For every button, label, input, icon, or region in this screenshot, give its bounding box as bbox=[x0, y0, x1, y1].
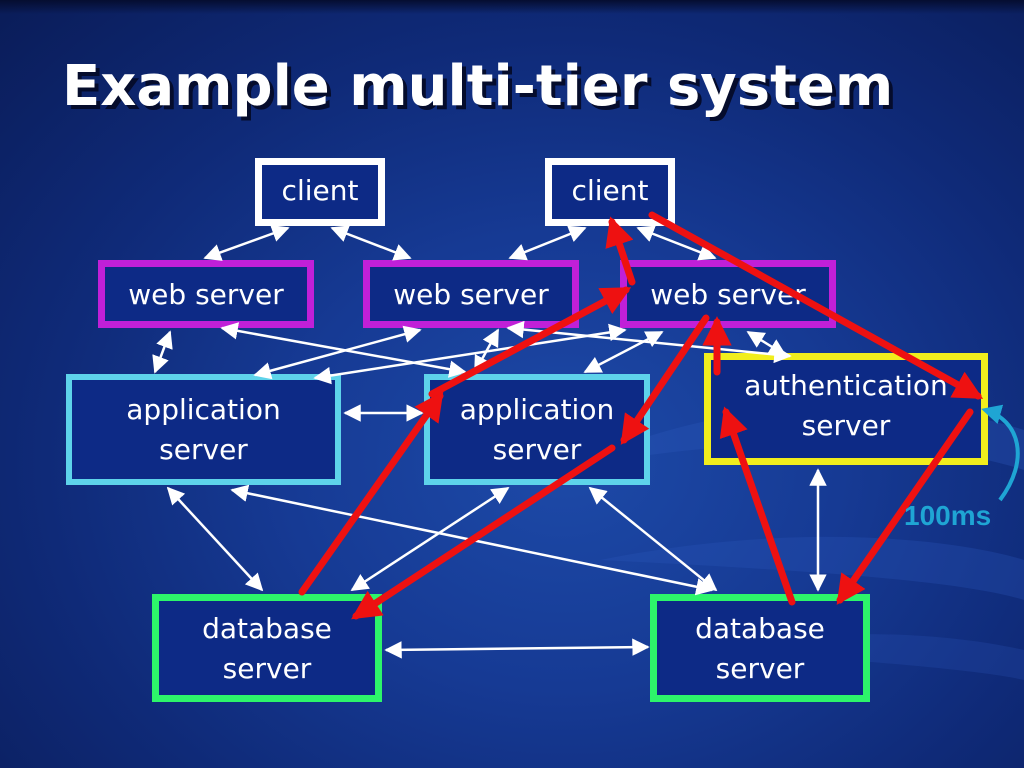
database-server-box-1: database server bbox=[152, 594, 382, 702]
client-box-2: client bbox=[545, 158, 675, 226]
slide-title: Example multi-tier system bbox=[62, 54, 894, 119]
application-server-box-1: application server bbox=[66, 374, 341, 485]
slide-top-band bbox=[0, 0, 1024, 14]
latency-label: 100ms bbox=[904, 500, 992, 531]
web-server-box-3: web server bbox=[620, 260, 836, 328]
web-server-box-1: web server bbox=[98, 260, 314, 328]
database-server-box-2: database server bbox=[650, 594, 870, 702]
web-server-box-2: web server bbox=[363, 260, 579, 328]
client-box-1: client bbox=[255, 158, 385, 226]
application-server-box-2: application server bbox=[424, 374, 650, 485]
authentication-server-box: authentication server bbox=[704, 353, 988, 465]
